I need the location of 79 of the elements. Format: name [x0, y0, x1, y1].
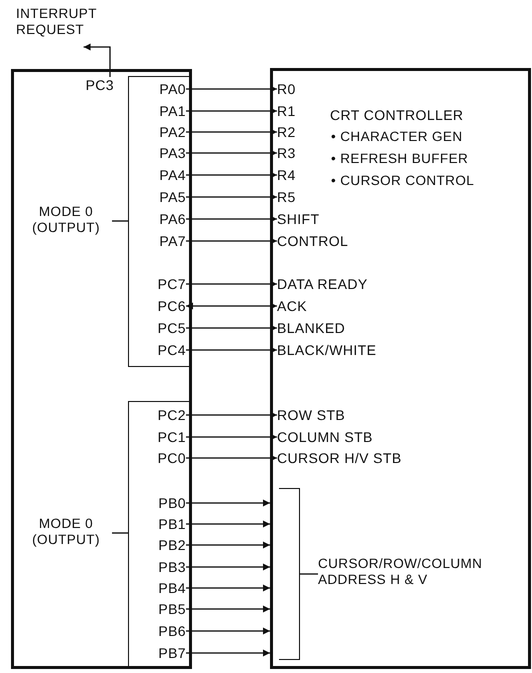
arrow	[186, 542, 270, 548]
signal-label: R2	[277, 124, 296, 140]
mode-label: MODE 0 (OUTPUT)	[20, 516, 112, 550]
feature-item: • CHARACTER GEN	[331, 129, 462, 145]
signal-label: R1	[277, 103, 296, 119]
arrow	[186, 238, 277, 244]
pin-label: PB2	[146, 537, 186, 553]
arrow	[186, 584, 270, 592]
signal-label: R5	[277, 189, 296, 205]
signal-label: ACK	[277, 298, 307, 314]
pin-label: PA1	[146, 103, 186, 119]
pin-label: PA7	[146, 233, 186, 249]
feature-item: • REFRESH BUFFER	[331, 151, 468, 167]
signal-label: CONTROL	[277, 233, 348, 249]
arrow	[186, 650, 270, 656]
controller-box	[270, 68, 531, 669]
signal-label: COLUMN STB	[277, 429, 373, 445]
pin-label: PB7	[146, 645, 186, 661]
pin-label: PB3	[146, 559, 186, 575]
leader-line	[300, 573, 318, 575]
arrow	[186, 280, 277, 288]
pin-label: PC0	[146, 450, 186, 466]
feature-item: • CURSOR CONTROL	[331, 173, 474, 189]
arrow	[186, 86, 277, 92]
signal-label: DATA READY	[277, 276, 368, 292]
signal-label: CURSOR H/V STB	[277, 450, 402, 466]
pin-label: PC2	[146, 407, 186, 423]
arrow	[186, 194, 277, 200]
pin-label: PA4	[146, 167, 186, 183]
pin-label: PA3	[146, 145, 186, 161]
chip-box	[11, 69, 192, 669]
port-group-bracket	[128, 76, 189, 367]
arrow	[186, 346, 277, 354]
pin-label: PB4	[146, 580, 186, 596]
arrow	[186, 150, 277, 156]
arrow	[186, 606, 270, 612]
signal-label: R0	[277, 81, 296, 97]
arrow	[186, 434, 277, 440]
controller-title: CRT CONTROLLER	[330, 107, 464, 124]
pin-label: PA0	[146, 81, 186, 97]
leader-line	[112, 220, 128, 222]
pin-label: PB5	[146, 601, 186, 617]
signal-label: R4	[277, 167, 296, 183]
arrow	[84, 44, 111, 77]
port-group-bracket	[128, 401, 189, 667]
arrow	[186, 412, 277, 418]
signal-label: BLACK/WHITE	[277, 342, 376, 358]
arrow	[186, 500, 270, 506]
pin-label: PB0	[146, 495, 186, 511]
arrow	[186, 216, 277, 222]
signal-label: INTERRUPT REQUEST	[16, 6, 120, 47]
pin-label: PA5	[146, 189, 186, 205]
signal-label: R3	[277, 145, 296, 161]
pin-label: PC7	[146, 276, 186, 292]
pin-label: PA6	[146, 211, 186, 227]
arrow	[186, 454, 277, 462]
pin-label: PC6	[146, 298, 186, 314]
signal-label: ROW STB	[277, 407, 346, 423]
arrow	[186, 324, 277, 332]
arrow	[186, 564, 270, 570]
arrow	[186, 520, 270, 528]
arrow	[186, 108, 277, 114]
pin-label: PC1	[146, 429, 186, 445]
leader-line	[112, 532, 128, 534]
arrow	[186, 302, 277, 310]
arrow	[186, 172, 277, 178]
pin-label: PC5	[146, 320, 186, 336]
pin-label: PB6	[146, 623, 186, 639]
pin-label: PA2	[146, 124, 186, 140]
pin-label: PC4	[146, 342, 186, 358]
bracket	[279, 488, 300, 660]
arrow	[186, 628, 270, 634]
pin-label: PC3	[78, 77, 114, 93]
arrow	[186, 128, 277, 136]
signal-label: SHIFT	[277, 211, 320, 227]
pin-label: PB1	[146, 516, 186, 532]
mode-label: MODE 0 (OUTPUT)	[20, 204, 112, 238]
signal-label: BLANKED	[277, 320, 346, 336]
signal-label: CURSOR/ROW/COLUMN ADDRESS H & V	[318, 556, 528, 592]
